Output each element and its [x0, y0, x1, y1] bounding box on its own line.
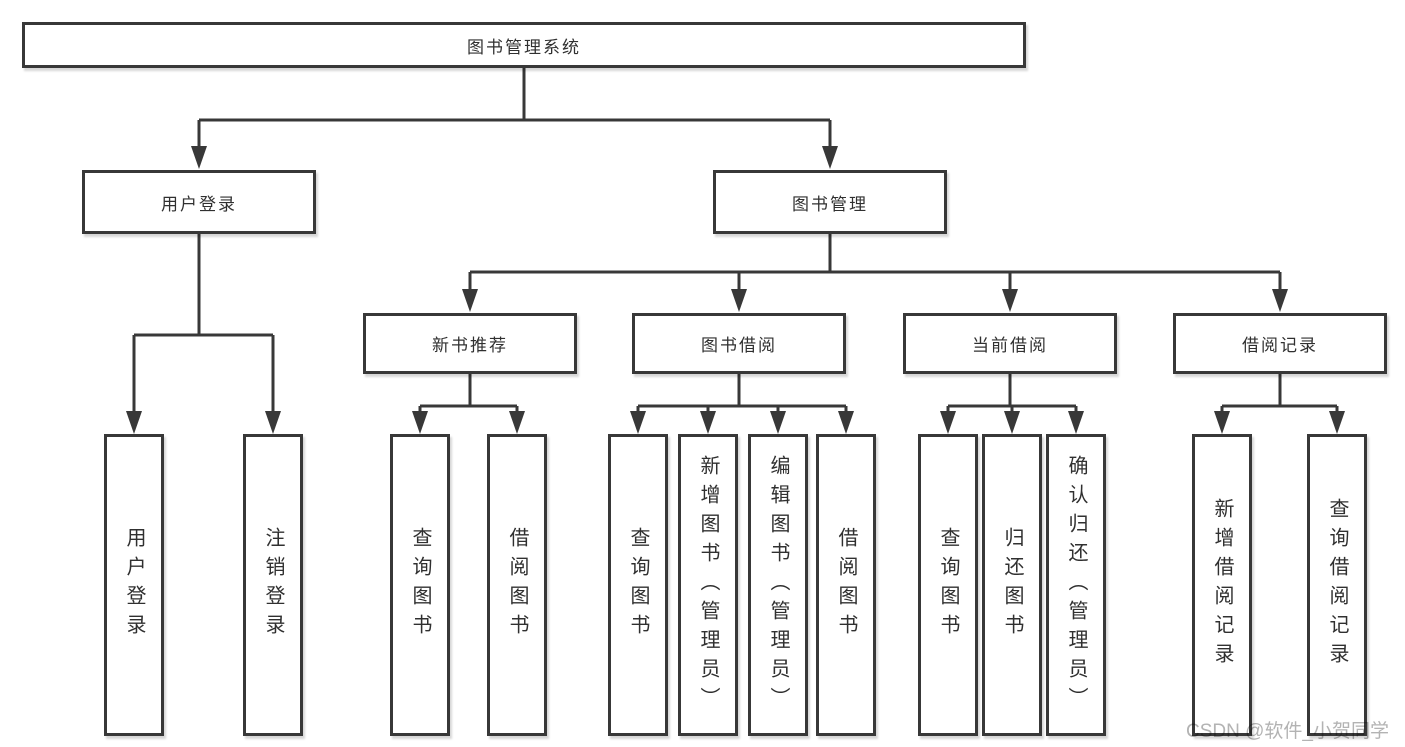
node-current-borrowing: 当前借阅 — [903, 313, 1117, 374]
arrow-icon — [940, 411, 956, 434]
node-label: 查询借阅记录 — [1326, 498, 1348, 672]
csdn-watermark: CSDN @软件_小贺同学 — [1186, 721, 1389, 742]
node-label: 图书管理系统 — [467, 37, 581, 57]
arrowheads — [126, 146, 1345, 434]
node-label: 查询图书 — [627, 527, 649, 643]
arrow-icon — [1068, 411, 1084, 434]
leaf-current-query-books: 查询图书 — [918, 434, 978, 736]
connector-lines — [132, 68, 1339, 416]
node-label: 注销登录 — [262, 527, 284, 643]
node-book-borrowing: 图书借阅 — [632, 313, 846, 374]
node-book-management-system: 图书管理系统 — [22, 22, 1026, 68]
leaf-newrec-query-books: 查询图书 — [390, 434, 450, 736]
arrow-icon — [509, 411, 525, 434]
node-label: 新书推荐 — [432, 336, 508, 355]
arrow-icon — [1002, 289, 1018, 312]
arrow-icon — [412, 411, 428, 434]
leaf-borrowing-add-books-admin: 新增图书（管理员） — [678, 434, 738, 736]
node-label: 编辑图书（管理员） — [767, 454, 789, 716]
leaf-current-confirm-return-admin: 确认归还（管理员） — [1046, 434, 1106, 736]
node-label: 查询图书 — [409, 527, 431, 643]
arrow-icon — [191, 146, 207, 169]
leaf-user-login: 用户登录 — [104, 434, 164, 736]
leaf-borrowing-edit-books-admin: 编辑图书（管理员） — [748, 434, 808, 736]
node-borrow-records: 借阅记录 — [1173, 313, 1387, 374]
leaf-records-query-record: 查询借阅记录 — [1307, 434, 1367, 736]
node-label: 归还图书 — [1001, 527, 1023, 643]
arrow-icon — [1214, 411, 1230, 434]
arrow-icon — [265, 411, 281, 434]
leaf-borrowing-query-books: 查询图书 — [608, 434, 668, 736]
node-label: 借阅图书 — [506, 527, 528, 643]
leaf-logout: 注销登录 — [243, 434, 303, 736]
node-label: 新增图书（管理员） — [697, 454, 719, 716]
arrow-icon — [1329, 411, 1345, 434]
node-label: 借阅图书 — [835, 527, 857, 643]
leaf-records-add-record: 新增借阅记录 — [1192, 434, 1252, 736]
arrow-icon — [462, 289, 478, 312]
arrow-icon — [1004, 411, 1020, 434]
node-label: 新增借阅记录 — [1211, 498, 1233, 672]
node-label: 确认归还（管理员） — [1065, 454, 1087, 716]
node-label: 用户登录 — [161, 194, 237, 214]
leaf-current-return-books: 归还图书 — [982, 434, 1042, 736]
node-label: 当前借阅 — [972, 336, 1048, 355]
leaf-newrec-borrow-books: 借阅图书 — [487, 434, 547, 736]
node-label: 借阅记录 — [1242, 336, 1318, 355]
arrow-icon — [1272, 289, 1288, 312]
arrow-icon — [770, 411, 786, 434]
arrow-icon — [630, 411, 646, 434]
node-label: 图书管理 — [792, 194, 868, 214]
node-new-book-recommend: 新书推荐 — [363, 313, 577, 374]
arrow-icon — [700, 411, 716, 434]
leaf-borrowing-borrow-books: 借阅图书 — [816, 434, 876, 736]
node-user-login: 用户登录 — [82, 170, 316, 234]
node-label: 图书借阅 — [701, 336, 777, 355]
node-label: 查询图书 — [937, 527, 959, 643]
arrow-icon — [126, 411, 142, 434]
node-label: 用户登录 — [123, 527, 145, 643]
arrow-icon — [838, 411, 854, 434]
node-book-management: 图书管理 — [713, 170, 947, 234]
arrow-icon — [731, 289, 747, 312]
arrow-icon — [822, 146, 838, 169]
